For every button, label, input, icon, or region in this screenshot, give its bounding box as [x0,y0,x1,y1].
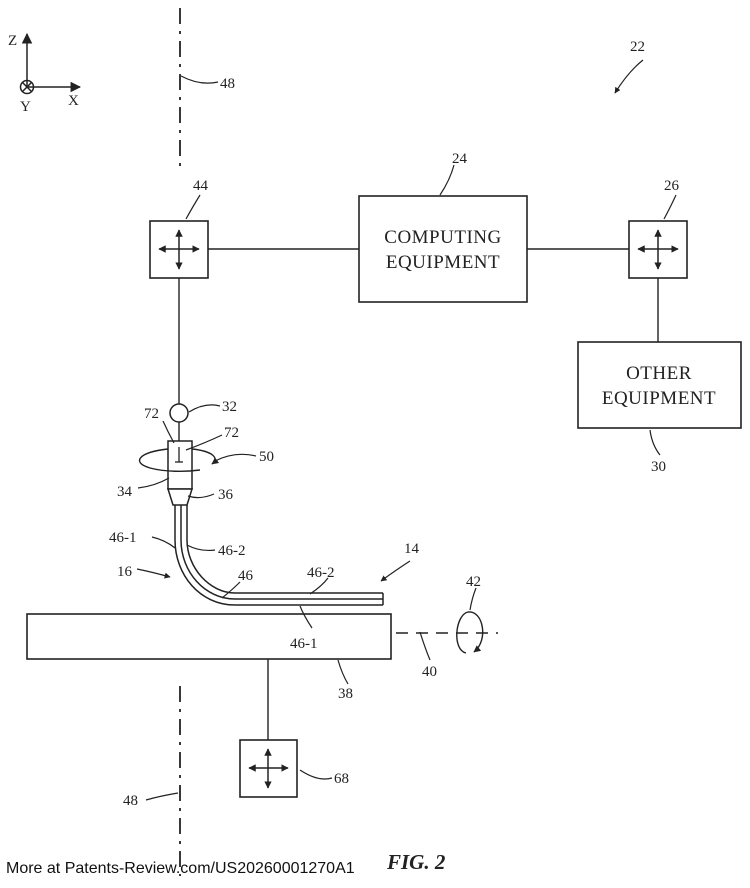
ref-48-bottom: 48 [123,793,138,809]
ref-48-top-leader [181,76,218,83]
ref-46-1-horizontal: 46-1 [290,636,318,652]
ref-32-leader [189,405,220,412]
ref-48-top: 48 [220,76,235,92]
ref-72-left-leader [163,421,174,443]
ref-46: 46 [238,568,254,584]
ref-42-leader [470,588,476,610]
joint-32 [170,404,188,422]
ref-44: 44 [193,178,209,194]
connection-lines [179,249,658,740]
print-head [168,441,192,505]
ref-38: 38 [338,686,353,702]
ref-26: 26 [664,178,680,194]
ref-38-leader [338,660,348,684]
ref-40-leader [420,632,430,660]
ref-16: 16 [117,564,133,580]
footer-source-link[interactable]: More at Patents-Review.com/US20260001270… [6,860,355,878]
ref-16-leader [137,569,170,577]
ref-46-2-vertical: 46-2 [218,543,246,559]
ref-72-right: 72 [224,425,239,441]
ref-26-leader [664,195,676,219]
ref-72-left: 72 [144,406,159,422]
axis-z-label: Z [8,33,17,49]
ref-32: 32 [222,399,237,415]
ref-40: 40 [422,664,437,680]
ref-34-leader [138,478,169,488]
ref-24: 24 [452,151,468,167]
other-equipment-label-1: OTHER [626,363,692,384]
computing-equipment-label-1: COMPUTING [384,227,501,248]
positioner-44 [150,221,208,278]
positioner-26 [629,221,687,278]
ref-24-leader [440,165,454,195]
ref-46-2-vertical-leader [187,545,215,550]
ref-50: 50 [259,449,274,465]
ref-14-leader [381,561,410,581]
ref-44-leader [186,195,200,219]
ref-48-bottom-leader [146,793,178,800]
other-equipment-box [578,342,741,428]
ref-46-leader [222,582,240,598]
positioner-68 [240,740,297,797]
ref-50-leader [215,454,256,461]
ref-46-1-vertical: 46-1 [109,530,137,546]
ref-68-leader [300,770,332,779]
other-equipment-label-2: EQUIPMENT [602,388,716,409]
axis-indicator [21,34,81,94]
ref-30: 30 [651,459,666,475]
ref-36: 36 [218,487,234,503]
axis-y-label: Y [20,99,31,115]
platform-38 [27,614,391,659]
ref-36-leader [188,494,214,498]
ref-46-1-vertical-leader [152,537,175,548]
figure-ref-22-leader [615,60,643,93]
strip-46 [175,505,383,605]
ref-14: 14 [404,541,420,557]
ref-34: 34 [117,484,133,500]
computing-equipment-box [359,196,527,302]
computing-equipment-label-2: EQUIPMENT [386,252,500,273]
ref-46-2-horizontal: 46-2 [307,565,335,581]
ref-68: 68 [334,771,349,787]
axis-x-label: X [68,93,79,109]
figure-ref-22: 22 [630,39,645,55]
figure-caption: FIG. 2 [386,850,446,874]
ref-42: 42 [466,574,481,590]
ref-30-leader [650,430,660,455]
